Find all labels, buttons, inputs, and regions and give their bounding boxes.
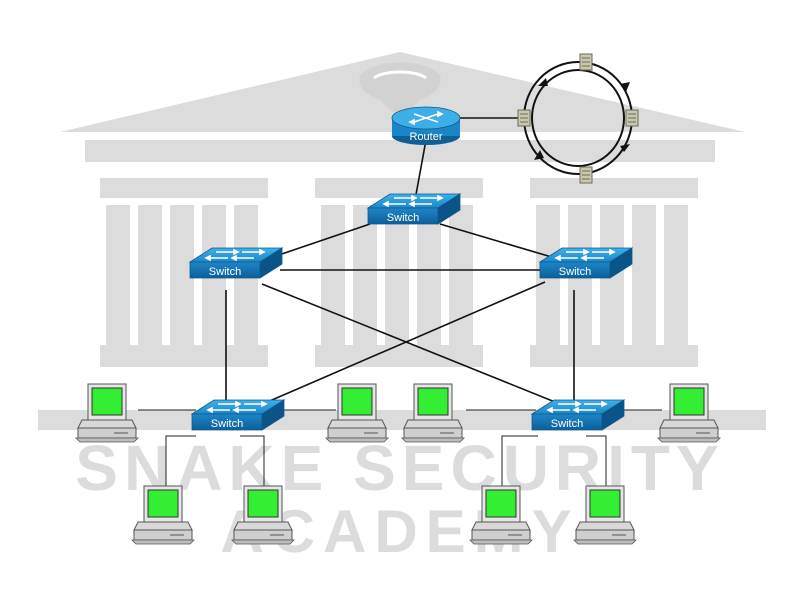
switch-bottom-right-label: Switch [551,418,583,430]
ring-node-right [625,109,639,127]
switch-right: Switch [539,247,633,279]
cable-pc6 [240,435,265,486]
cable-pc8 [586,435,607,486]
network-links [225,117,575,407]
watermark-entablature [85,140,715,162]
cable-pc7 [501,435,538,486]
switch-right-label: Switch [559,266,591,278]
router-icon [408,110,444,126]
link-top-left [269,223,371,259]
router: Router [391,106,461,145]
watermark-snake-logo [359,62,441,120]
switch-bottom-left: Switch [191,399,285,431]
link-top-right [439,223,556,259]
watermark-building-logo [38,52,766,430]
switch-bottom-right: Switch [531,399,625,431]
cable-pc5 [165,435,196,486]
switch-bottom-left-label: Switch [211,418,243,430]
ring-inner [531,69,625,167]
ring-node-left [517,109,531,127]
switch-left: Switch [189,247,283,279]
ring-node-bottom [579,166,593,184]
switch-top: Switch [367,193,461,225]
ring-arrows [534,78,630,160]
link-right-bottomleft [257,281,546,407]
ring-node-top [579,53,593,71]
switch-left-label: Switch [209,266,241,278]
lan-cabling [138,409,662,486]
router-label: Router [409,131,442,143]
token-ring [517,53,639,184]
switch-top-label: Switch [387,212,419,224]
link-router-switch-top [414,139,427,201]
link-left-bottomright [261,283,561,405]
watermark-base [38,410,766,430]
